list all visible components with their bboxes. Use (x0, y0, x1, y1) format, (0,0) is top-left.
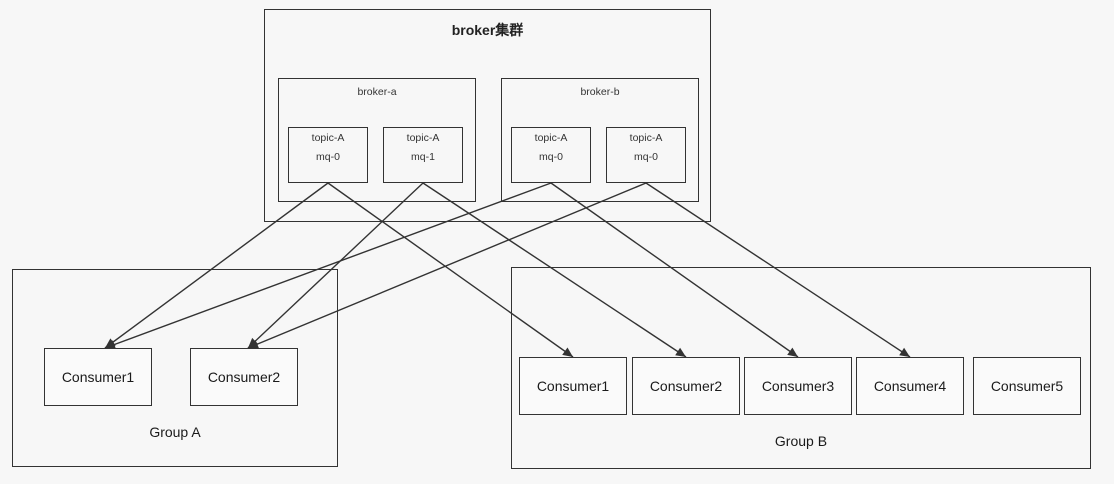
broker-a-title: broker-a (357, 86, 397, 98)
group-a-label: Group A (149, 424, 201, 440)
group-b-consumer3: Consumer3 (744, 357, 852, 415)
group-b-label: Group B (774, 433, 828, 449)
group-a-consumer1: Consumer1 (44, 348, 152, 406)
queue-topic-label: topic-A (629, 132, 663, 144)
broker-cluster-title: broker集群 (451, 22, 524, 38)
broker-b-title: broker-b (580, 86, 620, 98)
group-b-consumer5: Consumer5 (973, 357, 1081, 415)
queue-mq-label: mq-0 (316, 151, 340, 163)
queue-broker-a-mq-1: topic-A mq-1 (383, 127, 463, 183)
queue-broker-a-mq-0: topic-A mq-0 (288, 127, 368, 183)
queue-mq-label: mq-1 (411, 151, 435, 163)
group-b-consumer4: Consumer4 (856, 357, 964, 415)
queue-mq-label: mq-0 (634, 151, 658, 163)
queue-topic-label: topic-A (534, 132, 568, 144)
queue-broker-b-mq-0-second: topic-A mq-0 (606, 127, 686, 183)
queue-mq-label: mq-0 (539, 151, 563, 163)
queue-topic-label: topic-A (406, 132, 440, 144)
group-a-consumer2: Consumer2 (190, 348, 298, 406)
group-b-consumer1: Consumer1 (519, 357, 627, 415)
group-b-consumer2: Consumer2 (632, 357, 740, 415)
queue-topic-label: topic-A (311, 132, 345, 144)
queue-broker-b-mq-0-first: topic-A mq-0 (511, 127, 591, 183)
